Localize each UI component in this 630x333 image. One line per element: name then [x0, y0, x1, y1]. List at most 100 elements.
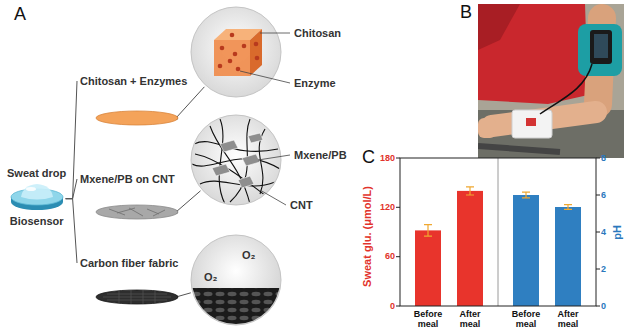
illustration-part: [242, 154, 260, 166]
leader-line: [240, 71, 290, 83]
node-label: O₂: [242, 248, 255, 262]
tick-label: 8: [601, 153, 606, 164]
tick-label: 0: [601, 301, 606, 312]
layer-disc: [96, 290, 178, 304]
cube-front: [214, 40, 250, 76]
tick-label: 2: [601, 264, 606, 275]
carbon-nanotubes: [192, 119, 280, 204]
tick-label: 4: [601, 227, 606, 238]
connector: [66, 199, 77, 263]
layer-ellipse: [95, 110, 179, 126]
biosensor-node: Sweat drop Biosensor: [4, 166, 69, 228]
connector: [66, 179, 77, 199]
category-label: Before meal: [407, 309, 449, 329]
glucose-bar: [415, 230, 441, 306]
connector-line: [66, 81, 77, 199]
tick-label: 6: [601, 190, 606, 201]
illustration-part: [219, 119, 225, 204]
node-label: O₂: [204, 270, 217, 284]
zoom-circle-node: Mxene/PBCNT: [190, 114, 282, 206]
illustration-part: [242, 44, 247, 49]
biosensor-disc: [9, 180, 65, 214]
error-bar: [424, 225, 432, 237]
connector-line: [66, 179, 77, 199]
node-label: Mxene/PB on CNT: [80, 172, 181, 186]
left-ticks: [396, 158, 400, 306]
bar-chart: [396, 158, 600, 306]
connector-line: [176, 87, 204, 118]
ph-bar: [555, 207, 581, 306]
illustration-part: [218, 64, 223, 69]
zoom-circle-node: O₂ O₂: [190, 234, 282, 326]
category-label: Before meal: [505, 309, 547, 329]
armband: [578, 24, 622, 76]
error-bar: [522, 192, 530, 198]
illustration-part: [192, 159, 280, 169]
illustration-part: [238, 176, 254, 188]
illustration-part: [200, 181, 275, 186]
illustration-part: [212, 164, 230, 176]
circle-outline: [191, 7, 281, 97]
layer-texture: [103, 290, 171, 304]
layer-node: Carbon fiber fabric: [80, 256, 181, 306]
tick-label: 180: [380, 153, 395, 164]
phone-device: [590, 30, 612, 64]
layer-ellipse: [95, 204, 179, 220]
panel-letter: B: [460, 1, 472, 23]
node-label: Enzyme: [294, 76, 336, 90]
tick-label: 0: [390, 301, 395, 312]
phone-screen: [594, 34, 608, 58]
sensor-patch: [526, 118, 536, 126]
circle-outline: [191, 115, 281, 205]
leader-line: [260, 190, 286, 205]
sweat-drop: [21, 184, 53, 200]
leader-line: [260, 33, 290, 34]
node-heading: Sweat drop: [4, 166, 69, 180]
illustration-part: [195, 154, 270, 199]
layer-texture: [109, 208, 165, 216]
glucose-bar: [457, 191, 483, 306]
layer-disc: [96, 111, 178, 125]
red-shirt: [478, 4, 588, 104]
illustration-part: [220, 46, 225, 51]
layer-node: Chitosan + Enzymes: [80, 74, 187, 127]
tick-label: 60: [385, 251, 395, 262]
plot-frame: [400, 158, 596, 306]
photo-panel: [478, 4, 624, 158]
photo-wall: [478, 4, 624, 158]
node-heading: Biosensor: [4, 214, 69, 228]
connector: [66, 81, 77, 199]
category-label: After meal: [449, 309, 491, 329]
node-label: Chitosan + Enzymes: [80, 74, 187, 88]
photo-floor: [478, 110, 624, 158]
cube-side: [250, 29, 262, 76]
drop-highlight: [26, 187, 36, 191]
zoom-circle: [190, 6, 282, 98]
connector: [174, 191, 201, 214]
connector-line: [176, 191, 201, 212]
panel-letter: A: [14, 3, 26, 25]
category-label: After meal: [547, 309, 589, 329]
zoom-circle-node: ChitosanEnzyme: [190, 6, 282, 98]
error-bar: [466, 187, 474, 195]
illustration-part: [233, 52, 238, 57]
layer-node: Mxene/PB on CNT: [80, 172, 181, 221]
zoom-circle: [190, 114, 282, 206]
illustration-part: [254, 42, 259, 47]
illustration-part: [220, 140, 238, 152]
mxene-flakes: [212, 133, 263, 188]
axis-title: pH: [610, 225, 623, 240]
illustration-part: [248, 133, 263, 143]
illustration-part: [236, 67, 241, 72]
node-label: Carbon fiber fabric: [80, 256, 181, 270]
illustration-part: [228, 59, 233, 64]
wrist-band: [512, 110, 552, 138]
node-label: CNT: [290, 198, 313, 212]
hand: [478, 118, 496, 138]
connector: [174, 87, 204, 120]
shirt-shade: [478, 4, 520, 50]
node-label: Mxene/PB: [294, 148, 347, 162]
sensor-wire: [540, 64, 592, 114]
